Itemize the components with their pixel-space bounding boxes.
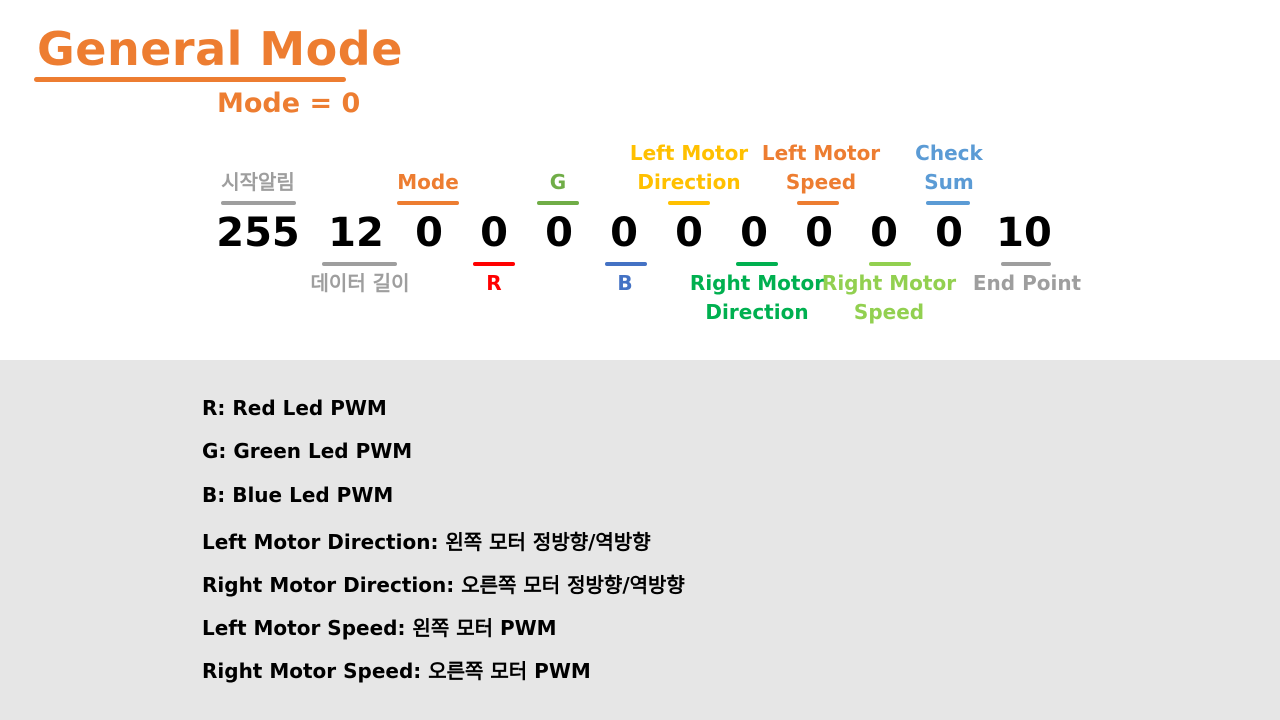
legend-item-left-motor-direction: Left Motor Direction: 왼쪽 모터 정방향/역방향	[202, 530, 651, 554]
page-title: General Mode	[37, 22, 403, 76]
bar-r	[473, 262, 515, 266]
legend-panel	[0, 360, 1280, 720]
packet-value-left-motor-speed: 0	[805, 210, 833, 256]
label-left-motor-direction: Left Motor Direction	[629, 141, 749, 194]
packet-value-left-motor-direction: 0	[675, 210, 703, 256]
packet-value-right-motor-speed: 0	[870, 210, 898, 256]
label-mode: Mode	[397, 170, 459, 194]
label-b: B	[617, 271, 633, 295]
packet-value-r: 0	[480, 210, 508, 256]
label-g: G	[549, 170, 567, 194]
packet-value-check-sum: 0	[935, 210, 963, 256]
packet-value-length: 12	[328, 210, 384, 256]
bar-end-point	[1001, 262, 1051, 266]
packet-value-end-point: 10	[996, 210, 1052, 256]
legend-item-right-motor-direction: Right Motor Direction: 오른쪽 모터 정방향/역방향	[202, 573, 685, 597]
label-check-sum: Check Sum	[915, 141, 983, 194]
bar-left-motor-speed	[797, 201, 839, 205]
label-left-motor-speed: Left Motor Speed	[761, 141, 881, 194]
legend-item-b: B: Blue Led PWM	[202, 483, 394, 507]
legend-item-right-motor-speed: Right Motor Speed: 오른쪽 모터 PWM	[202, 659, 591, 683]
label-start-signal: 시작알림	[221, 170, 295, 194]
packet-value-right-motor-direction: 0	[740, 210, 768, 256]
bar-data-length	[322, 262, 397, 266]
label-r: R	[486, 271, 502, 295]
bar-check-sum	[926, 201, 970, 205]
bar-right-motor-direction	[736, 262, 778, 266]
bar-left-motor-direction	[668, 201, 710, 205]
legend-item-r: R: Red Led PWM	[202, 396, 387, 420]
mode-subtitle: Mode = 0	[217, 88, 361, 119]
label-end-point: End Point	[972, 271, 1082, 295]
label-right-motor-direction: Right Motor Direction	[689, 271, 825, 324]
bar-g	[537, 201, 579, 205]
legend-item-left-motor-speed: Left Motor Speed: 왼쪽 모터 PWM	[202, 616, 557, 640]
label-data-length: 데이터 길이	[310, 271, 410, 295]
bar-right-motor-speed	[869, 262, 911, 266]
legend-item-g: G: Green Led PWM	[202, 439, 413, 463]
packet-value-g: 0	[545, 210, 573, 256]
bar-start-signal	[221, 201, 296, 205]
packet-value-mode: 0	[415, 210, 443, 256]
bar-mode	[397, 201, 459, 205]
label-right-motor-speed: Right Motor Speed	[821, 271, 957, 324]
title-underline	[34, 77, 346, 82]
bar-b	[605, 262, 647, 266]
packet-value-b: 0	[610, 210, 638, 256]
packet-value-start: 255	[216, 210, 300, 256]
